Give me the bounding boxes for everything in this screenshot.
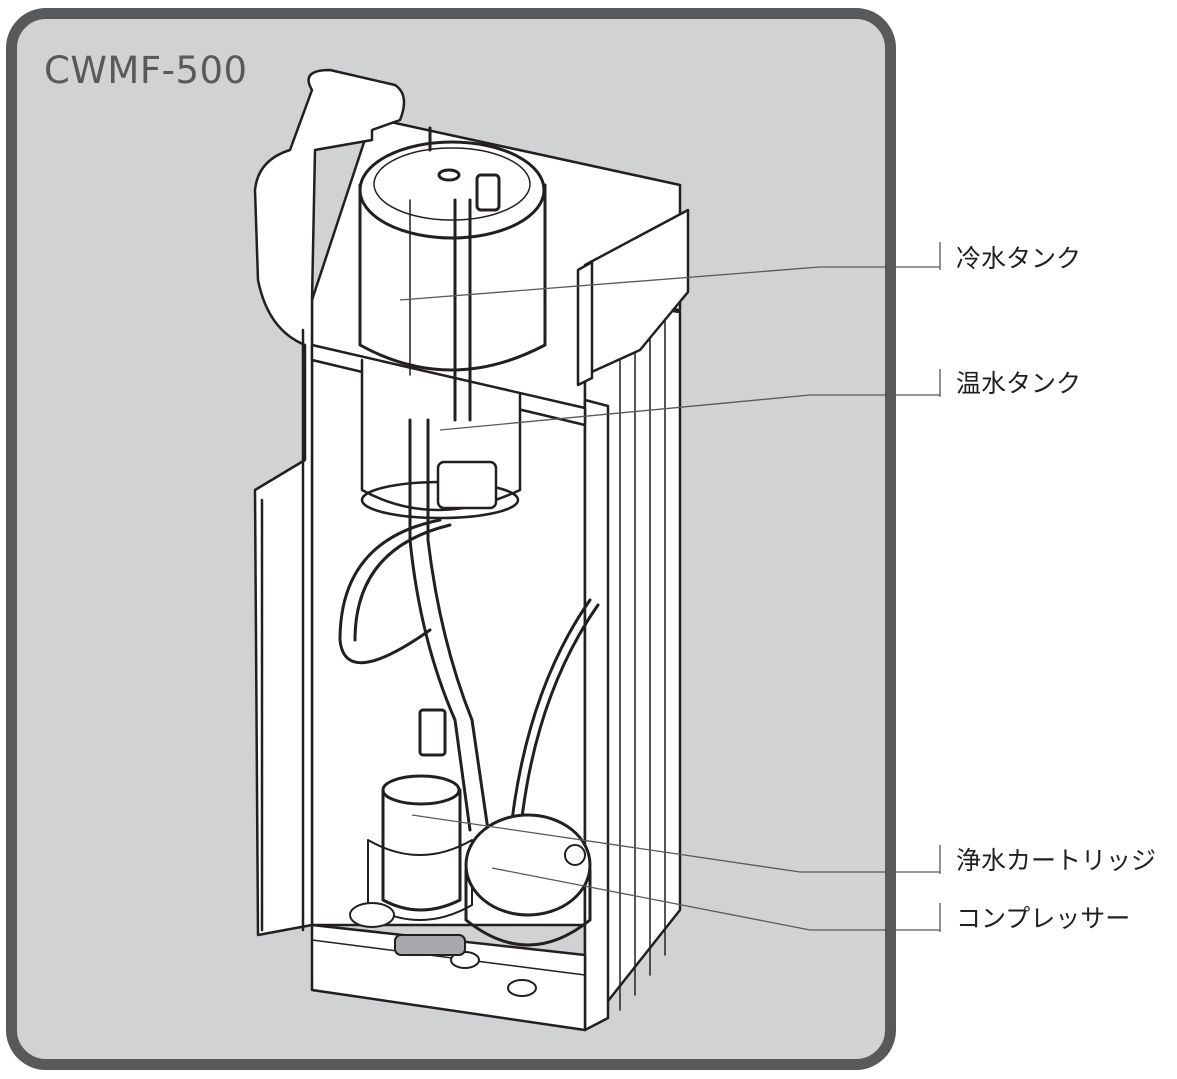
- condenser-coil: [583, 298, 682, 1032]
- label-compressor: コンプレッサー: [956, 904, 1131, 933]
- label-filter-cartridge: 浄水カートリッジ: [956, 846, 1157, 875]
- cabinet-front-column: [253, 68, 406, 937]
- callout-line-hot-tank: [439, 394, 940, 431]
- control-box: [576, 208, 690, 387]
- model-title: CWMF-500: [44, 49, 248, 92]
- label-hot-water-tank: 温水タンク: [956, 369, 1082, 398]
- callout-line-cold-tank: [399, 266, 940, 301]
- callout-line-filter: [411, 814, 940, 873]
- callout-line-compressor: [491, 867, 940, 931]
- filter-cartridge: [367, 708, 473, 921]
- callout-lines: [399, 242, 941, 932]
- cold-water-tank: [358, 126, 547, 376]
- base-details: [349, 902, 537, 997]
- hot-water-tank: [360, 358, 522, 520]
- compressor: [464, 813, 592, 947]
- label-cold-water-tank: 冷水タンク: [956, 244, 1082, 273]
- water-tubing: [338, 198, 600, 862]
- base-tray: [310, 923, 587, 1032]
